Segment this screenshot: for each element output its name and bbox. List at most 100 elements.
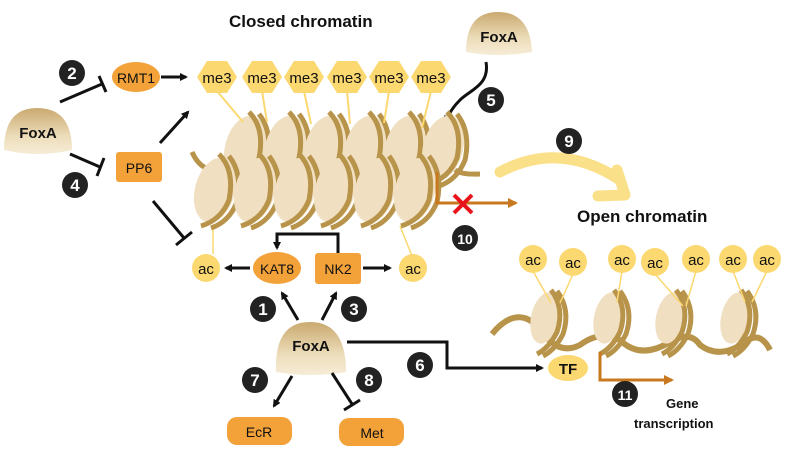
- step-number: 2: [67, 64, 76, 83]
- met-label: Met: [360, 425, 383, 441]
- step-number: 7: [250, 371, 259, 390]
- step-badge-2: 2: [59, 60, 85, 86]
- foxa-top-node: FoxA: [466, 12, 532, 55]
- me3-mark: me3: [197, 61, 237, 93]
- step-number: 4: [70, 176, 80, 195]
- ac-tether: [685, 270, 697, 307]
- inhibit-pp6-ac-line: [151, 200, 186, 239]
- closed-chromatin-fiber: [189, 110, 481, 231]
- ac-tether: [751, 270, 768, 303]
- ecr-node: EcR: [227, 417, 292, 445]
- ecr-label: EcR: [246, 424, 272, 440]
- tf-label: TF: [559, 361, 577, 378]
- step-badge-9: 9: [556, 128, 582, 154]
- gene-transcription-line1: Gene: [666, 396, 699, 411]
- step-number: 11: [618, 387, 633, 403]
- gene-transcription-line2: transcription: [634, 416, 714, 431]
- me3-label: me3: [247, 70, 276, 87]
- ac-mark: ac: [559, 248, 587, 276]
- arrow-nk2-to-kat8: [273, 232, 340, 253]
- pp6-node: PP6: [116, 152, 162, 182]
- inhibit-pp6-line: [69, 152, 101, 169]
- inhibit-pp6-ac-bar: [175, 230, 193, 247]
- inhibit-met-bar: [343, 398, 361, 412]
- step-badge-3: 3: [341, 296, 367, 322]
- arrow-foxa-to-tf: [347, 340, 544, 372]
- transition-arrowhead: [592, 164, 631, 202]
- step-badge-7: 7: [242, 367, 268, 393]
- me3-mark: me3: [411, 61, 451, 93]
- step-badge-5: 5: [478, 87, 504, 113]
- ac-tether: [616, 270, 623, 303]
- ac-label: ac: [725, 252, 741, 269]
- inhibit-pp6-bar: [95, 157, 106, 177]
- kat8-node: KAT8: [253, 252, 301, 284]
- inhibit-met-line: [330, 372, 354, 405]
- ac-right-node: ac: [399, 254, 427, 282]
- step-number: 10: [457, 231, 473, 247]
- me3-tether: [303, 90, 312, 125]
- ac-right-label: ac: [405, 261, 421, 278]
- nucleosome: [530, 288, 569, 359]
- foxa-left-label: FoxA: [19, 125, 57, 142]
- arrow-pp6-to-me3: [158, 110, 190, 145]
- me3-label: me3: [374, 70, 403, 87]
- arrow-foxa-to-kat8: [280, 291, 300, 321]
- nucleosome: [593, 288, 632, 359]
- ac-left-node: ac: [192, 254, 220, 282]
- inhibit-rmt1-line: [59, 82, 103, 104]
- block-x-icon: [452, 193, 474, 215]
- ac-mark: ac: [753, 245, 781, 273]
- me3-mark: me3: [242, 61, 282, 93]
- blocked-transcription-arrow: [435, 172, 518, 208]
- ac-label: ac: [565, 255, 581, 272]
- step-badge-6: 6: [407, 352, 433, 378]
- ac-label: ac: [525, 252, 541, 269]
- ac-tether: [559, 273, 574, 304]
- me3-tether: [346, 90, 351, 125]
- ac-tether: [654, 273, 684, 307]
- me3-label: me3: [289, 70, 318, 87]
- transition-arrow: [494, 152, 626, 186]
- gene-transcription-arrow: [598, 352, 674, 385]
- met-node: Met: [339, 418, 404, 446]
- step-number: 9: [564, 132, 573, 151]
- foxa-center-node: FoxA: [275, 322, 346, 375]
- me3-marks: me3 me3 me3 me3 me3 me3: [197, 61, 451, 129]
- foxa-center-label: FoxA: [292, 338, 330, 355]
- me3-tether: [216, 90, 244, 123]
- kat8-label: KAT8: [260, 261, 294, 277]
- ac-tether: [532, 270, 552, 304]
- ac-label: ac: [688, 252, 704, 269]
- pp6-label: PP6: [126, 160, 153, 176]
- me3-mark: me3: [327, 61, 367, 93]
- me3-tether: [383, 90, 390, 124]
- step-number: 3: [349, 300, 358, 319]
- ac-right-tether: [399, 225, 413, 257]
- nk2-label: NK2: [324, 261, 351, 277]
- inhibit-rmt1-bar: [97, 75, 108, 93]
- nucleosome: [720, 288, 759, 359]
- step-number: 5: [486, 91, 495, 110]
- open-chromatin-title: Open chromatin: [577, 207, 707, 226]
- ac-mark: ac: [719, 245, 747, 273]
- step-number: 8: [364, 371, 373, 390]
- closed-chromatin-title: Closed chromatin: [229, 12, 373, 31]
- me3-mark: me3: [369, 61, 409, 93]
- foxa-top-label: FoxA: [480, 29, 518, 46]
- step-number: 1: [258, 300, 267, 319]
- tf-node: TF: [548, 355, 588, 381]
- ac-mark: ac: [519, 245, 547, 273]
- ac-label: ac: [614, 252, 630, 269]
- step-number: 6: [415, 356, 424, 375]
- step-badge-4: 4: [62, 172, 88, 198]
- ac-left-label: ac: [198, 261, 214, 278]
- ac-label: ac: [647, 255, 663, 272]
- step-badge-11: 11: [612, 381, 638, 407]
- arrow-foxa-to-ecr: [272, 375, 294, 408]
- arrow-foxa-to-chromatin: [443, 61, 488, 124]
- step-badge-1: 1: [250, 296, 276, 322]
- nk2-node: NK2: [315, 253, 361, 284]
